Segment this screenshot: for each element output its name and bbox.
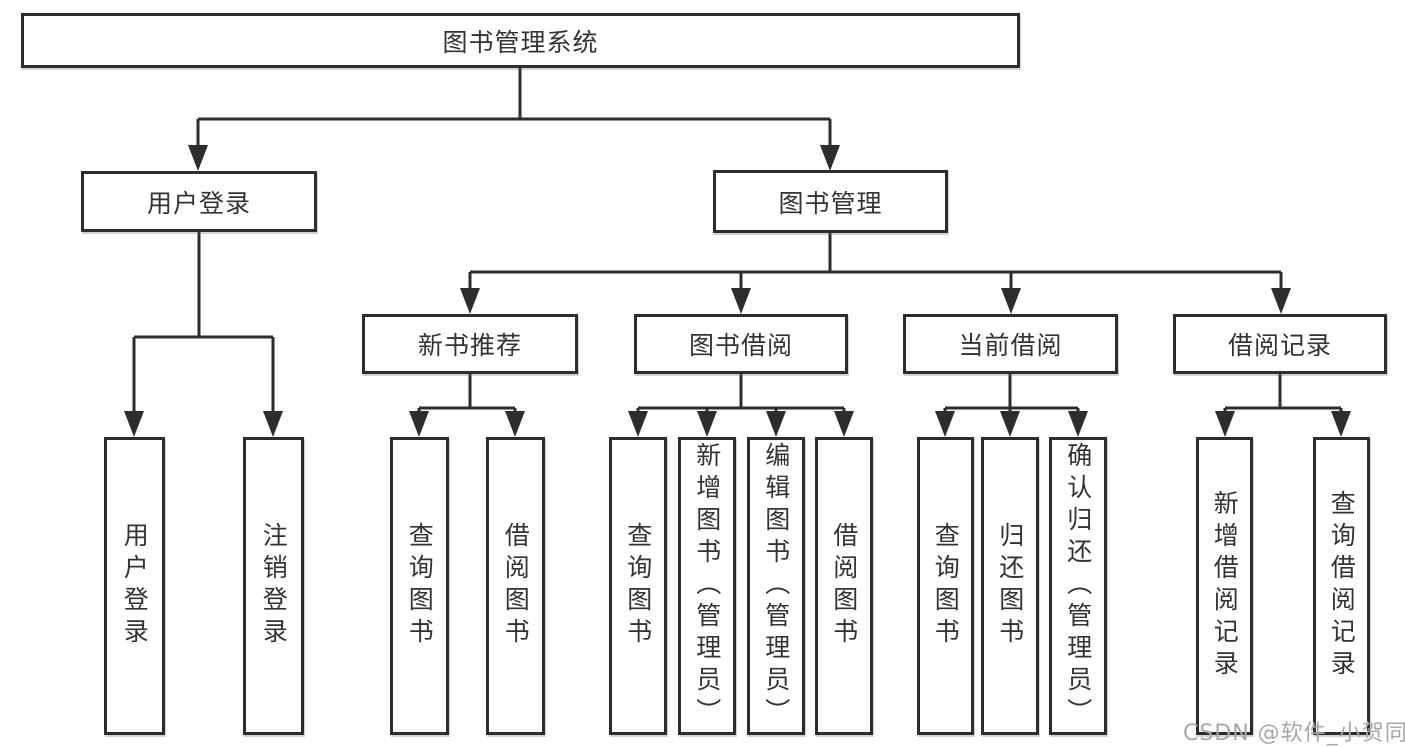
arrowhead-icon [1331, 411, 1351, 437]
arrowhead-icon [697, 411, 717, 437]
arrowhead-icon [820, 145, 840, 171]
arrowhead-icon [628, 411, 648, 437]
arrowhead-icon [1001, 288, 1021, 314]
arrowhead-icon [263, 411, 283, 437]
arrowhead-icon [1000, 411, 1020, 437]
arrowhead-icon [1068, 411, 1088, 437]
connector-book-management-split [468, 233, 1283, 310]
csdn-watermark: CSDN @软件_小贺同学 [1183, 721, 1405, 746]
arrowhead-icon [409, 411, 429, 437]
node-book-management: 图书管理 [713, 170, 948, 233]
arrowhead-icon [731, 288, 751, 314]
arrowhead-icon [1215, 411, 1235, 437]
arrowhead-icon [505, 411, 525, 437]
leaf-user-login: 用户登录 [104, 437, 165, 735]
arrowhead-icon [124, 411, 144, 437]
arrowhead-icon [834, 411, 854, 437]
leaf-query-borrow-record: 查询借阅记录 [1313, 437, 1370, 735]
arrowhead-icon [766, 411, 786, 437]
node-current-borrow: 当前借阅 [903, 314, 1118, 374]
connector-borrow-records-split [1223, 374, 1343, 433]
connector-new-book-split [417, 374, 517, 433]
arrowhead-icon [188, 145, 208, 171]
arrowhead-icon [460, 288, 480, 314]
leaf-confirm-return-admin: 确认归还（管理员） [1049, 437, 1107, 735]
connector-book-borrow-split [636, 374, 846, 433]
node-root-library-system: 图书管理系统 [21, 13, 1020, 68]
leaf-edit-book-admin: 编辑图书（管理员） [747, 437, 805, 735]
leaf-query-books-current: 查询图书 [917, 437, 974, 735]
connector-user-login-split [132, 232, 275, 433]
leaf-logout: 注销登录 [243, 437, 304, 735]
leaf-add-book-admin: 新增图书（管理员） [678, 437, 736, 735]
arrowhead-icon [1271, 288, 1291, 314]
leaf-borrow-books-recommend: 借阅图书 [486, 437, 545, 735]
leaf-add-borrow-record: 新增借阅记录 [1196, 437, 1253, 735]
leaf-query-books-borrow: 查询图书 [609, 437, 667, 735]
leaf-query-books-recommend: 查询图书 [390, 437, 449, 735]
node-borrow-records: 借阅记录 [1173, 314, 1387, 374]
connector-root-to-level2 [196, 68, 832, 167]
node-user-login: 用户登录 [81, 171, 317, 232]
node-new-book-recommend: 新书推荐 [362, 314, 578, 374]
leaf-return-book: 归还图书 [981, 437, 1039, 735]
node-book-borrow: 图书借阅 [634, 314, 848, 374]
arrowhead-icon [935, 411, 955, 437]
leaf-borrow-books: 借阅图书 [815, 437, 873, 735]
connector-current-borrow-split [943, 374, 1080, 433]
